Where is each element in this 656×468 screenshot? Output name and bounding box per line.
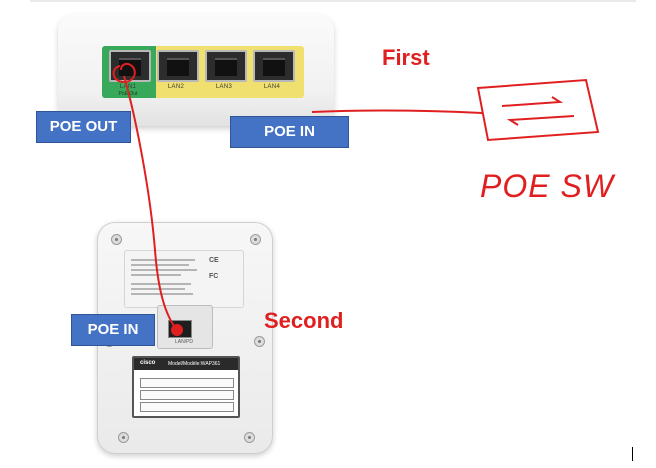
screw-bottom-left (118, 432, 129, 443)
lan3-port[interactable] (205, 50, 247, 82)
switch-arrow-right-icon (501, 96, 564, 107)
screw-top-left (111, 234, 122, 245)
first-label: First (382, 45, 430, 70)
model-label-card: cisco Model/Modèle:WAP361 (132, 356, 240, 418)
poe-sw-handwritten: POE SW (480, 168, 616, 204)
screw-top-right (250, 234, 261, 245)
port-strip: LAN1 PoE Out LAN2 LAN3 LAN4 (102, 46, 304, 98)
screw-bottom-right (244, 432, 255, 443)
lan3-label: LAN3 (215, 84, 233, 90)
second-label: Second (264, 308, 344, 333)
poe-in-tag-first: POE IN (230, 116, 349, 148)
wap-port-label: LAN/PD (174, 339, 194, 345)
lan1-circle (112, 62, 136, 84)
cisco-logo: cisco (140, 360, 156, 366)
model-text: Model/Modèle:WAP361 (168, 361, 221, 367)
poe-out-cable (123, 75, 178, 331)
poe-in-cable (311, 109, 483, 114)
text-cursor (632, 447, 633, 461)
poe-out-tag: POE OUT (36, 111, 131, 143)
ce-mark-icon: CE (209, 257, 219, 264)
wap-port-dot (171, 324, 183, 336)
lan2-port[interactable] (157, 50, 199, 82)
switch-arrow-left-icon (506, 115, 575, 126)
screw-mid-right (254, 336, 265, 347)
poe-in-tag-second: POE IN (71, 314, 155, 346)
lan2-label: LAN2 (167, 84, 185, 90)
lan4-label: LAN4 (263, 84, 281, 90)
lan4-port[interactable] (253, 50, 295, 82)
fc-mark-icon: FC (209, 273, 219, 280)
regulatory-panel: CE FC (124, 250, 244, 308)
top-rule (30, 0, 636, 2)
poe-switch-sketch (476, 78, 600, 142)
